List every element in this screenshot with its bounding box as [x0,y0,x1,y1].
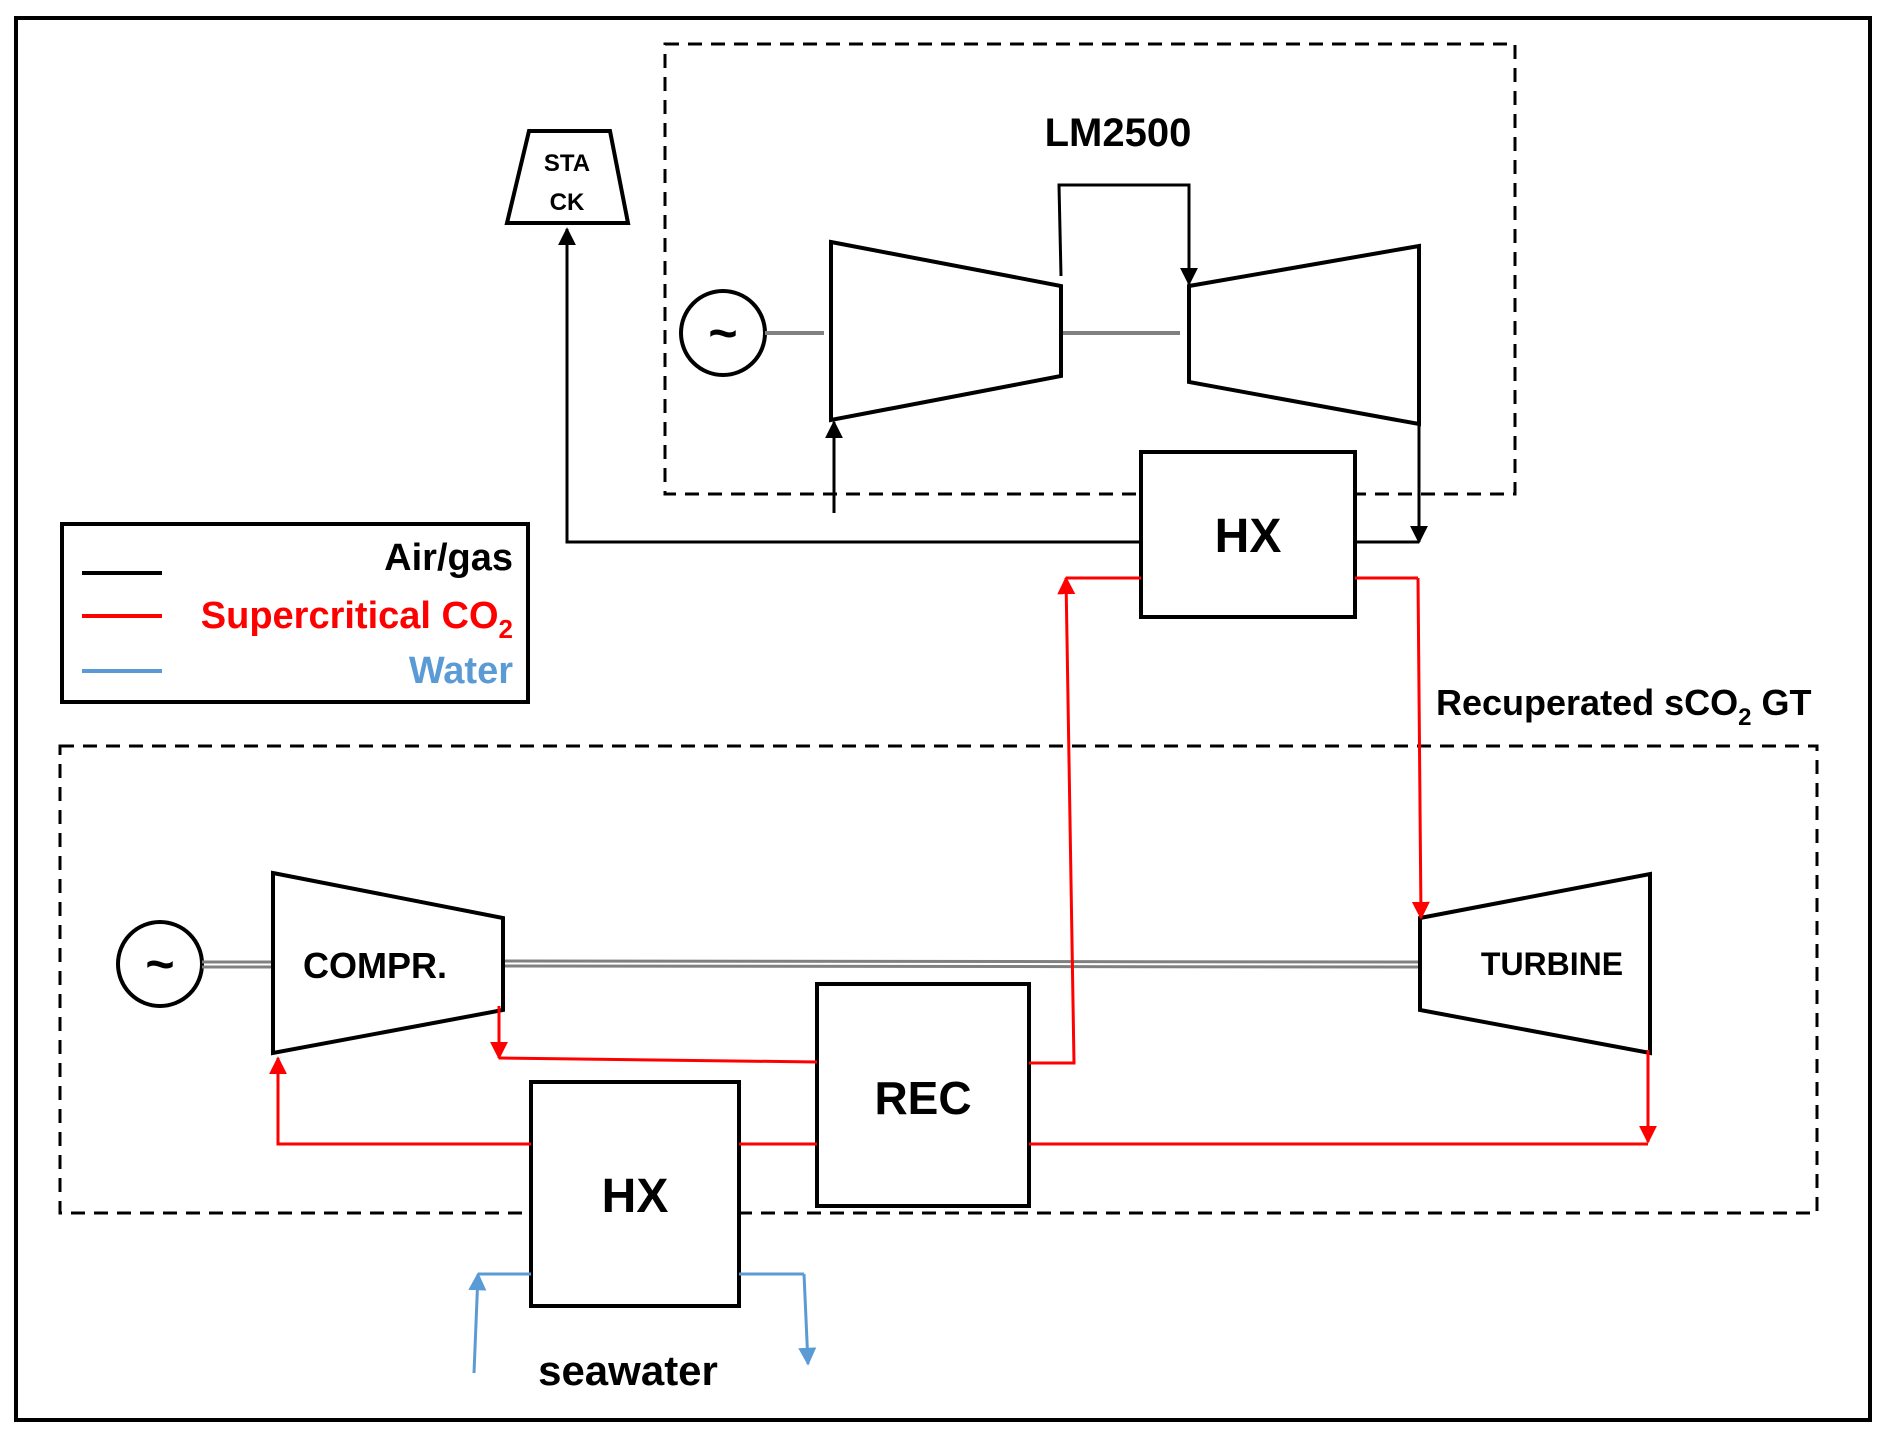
stack-icon: STA CK [504,129,631,225]
stack-label-line1: STA [544,150,590,177]
generator-bottom-icon: ~ [116,920,204,1008]
sco2-gt-boundary [58,744,1819,1215]
sco2-compr-to-rec [498,1056,818,1064]
lm2500-label: LM2500 [1045,111,1192,155]
sco2-flow-lines [269,576,1657,1146]
compressor-label: COMPR. [303,945,447,986]
sco2-turbine [1418,871,1652,1056]
gas-to-stack-line [558,227,1141,544]
outer-frame [14,16,1872,1422]
rec-label: REC [874,1072,971,1124]
legend-water-label: Water [409,650,513,692]
sco2-hx-to-compr [269,1056,531,1146]
hx-bottom-box [529,1080,741,1308]
lm2500-boundary [663,42,1517,496]
generator-top-symbol: ~ [708,305,737,361]
turbine-label: TURBINE [1481,946,1623,982]
seawater-label: seawater [538,1347,718,1394]
sco2-gt-label: Recuperated sCO2 GT [1436,682,1811,731]
stack-label-line2: CK [550,189,585,216]
generator-top-icon: ~ [679,289,767,377]
rec-box [815,982,1031,1208]
seawater-inlet-rise [468,1272,487,1374]
lm2500-turbine [1187,243,1421,427]
hx-top-label: HX [1215,510,1282,563]
seawater-flow-lines [468,1272,817,1374]
shaft-bottom-long-b [504,964,1419,969]
hx-bottom-label: HX [602,1170,669,1223]
sco2-rec-to-hx-top [1029,576,1076,1065]
shaft-bottom-long-a [504,959,1419,964]
legend: Air/gas Supercritical CO2 Water [60,522,530,704]
generator-bottom-symbol: ~ [145,936,174,992]
combustor-flow-line [1057,183,1198,286]
hx-top-box [1139,450,1357,619]
legend-sco2-label: Supercritical CO2 [201,595,513,644]
lm2500-compressor [829,239,1063,423]
seawater-outlet-drop [798,1273,817,1366]
sco2-to-turbine [1411,577,1430,920]
sco2-compressor [271,870,505,1056]
legend-air-gas-label: Air/gas [384,537,513,579]
